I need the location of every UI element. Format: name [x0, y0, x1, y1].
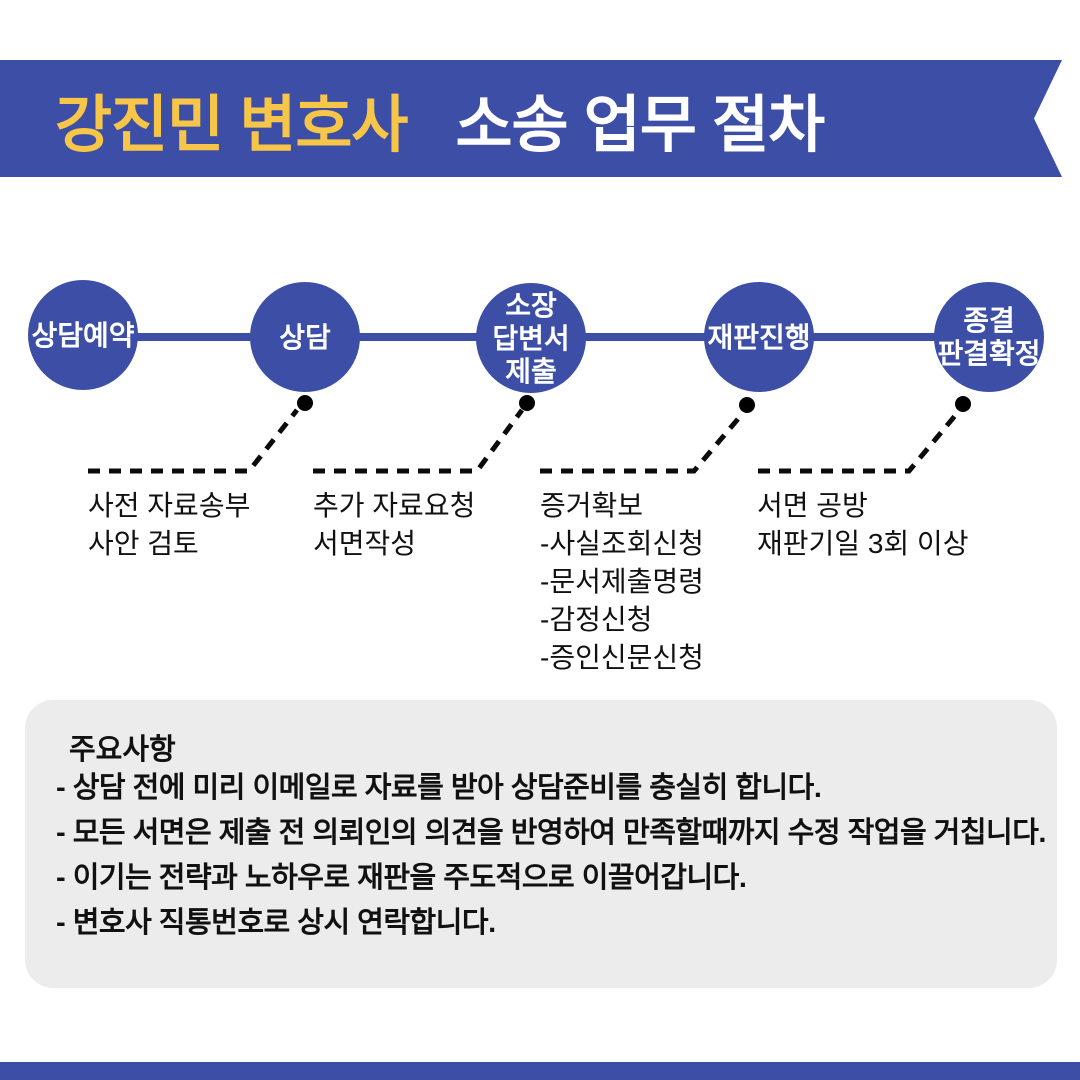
timeline-step-circle-3: 소장 답변서 제출 [476, 283, 586, 393]
step-note-filing: 추가 자료요청 서면작성 [313, 487, 475, 563]
note-line: 재판기일 3회 이상 [757, 528, 969, 559]
note-line: 서면 공방 [757, 490, 868, 521]
leader-line-4 [758, 409, 961, 474]
title-banner: 강진민 변호사 소송 업무 절차 [0, 60, 1062, 177]
note-line: 사전 자료송부 [88, 490, 251, 521]
step-label: 답변서 [492, 322, 570, 354]
step-note-trial: 증거확보 -사실조회신청 -문서제출명령 -감정신청 -증인신문신청 [540, 487, 704, 677]
note-line: 추가 자료요청 [313, 490, 476, 521]
note-line: 증거확보 [540, 490, 644, 521]
step-note-consult: 사전 자료송부 사안 검토 [88, 487, 250, 563]
notice-box: 주요사항 - 상담 전에 미리 이메일로 자료를 받아 상담준비를 충실히 합니… [25, 700, 1057, 988]
step-label: 상담 [279, 321, 331, 353]
note-line: 사안 검토 [88, 528, 199, 559]
note-line: -문서제출명령 [540, 566, 704, 597]
timeline-dot [955, 396, 971, 412]
note-line: 서면작성 [313, 528, 417, 559]
note-line: -감정신청 [540, 604, 653, 635]
banner-text: 강진민 변호사 소송 업무 절차 [0, 74, 824, 164]
notice-item: - 변호사 직통번호로 상시 연락합니다. [56, 907, 496, 939]
notice-item: - 이기는 전략과 노하우로 재판을 주도적으로 이끌어갑니다. [56, 862, 747, 894]
step-label: 종결 [963, 305, 1015, 336]
step-label: 제출 [505, 355, 557, 387]
timeline-dot [297, 395, 313, 411]
notice-item: - 상담 전에 미리 이메일로 자료를 받아 상담준비를 충실히 합니다. [56, 772, 822, 804]
timeline-dot [519, 395, 535, 411]
timeline-step-circle-5: 종결 판결확정 [934, 282, 1044, 392]
step-label: 판결확정 [937, 338, 1041, 369]
timeline-step-circle-1: 상담예약 [28, 280, 138, 390]
step-label: 소장 [505, 289, 557, 321]
leader-line-1 [88, 408, 299, 474]
note-line: -사실조회신청 [540, 528, 704, 559]
notice-title: 주요사항 [69, 734, 176, 766]
timeline-step-circle-4: 재판진행 [704, 282, 814, 392]
notice-item: - 모든 서면은 제출 전 의뢰인의 의견을 반영하여 만족할때까지 수정 작업… [56, 817, 1046, 849]
step-label: 상담예약 [31, 319, 135, 351]
bottom-accent-bar [0, 1062, 1080, 1080]
timeline-dot [739, 397, 755, 413]
note-line: -증인신문신청 [540, 642, 704, 673]
notice-items: - 상담 전에 미리 이메일로 자료를 받아 상담준비를 충실히 합니다. - … [56, 766, 1046, 946]
lawyer-name: 강진민 변호사 [55, 90, 408, 160]
leader-line-2 [313, 408, 525, 474]
leader-line-3 [540, 411, 745, 474]
step-note-closing: 서면 공방 재판기일 3회 이상 [757, 487, 968, 563]
timeline-step-circle-2: 상담 [250, 282, 360, 392]
step-label: 재판진행 [707, 321, 811, 353]
page-title: 소송 업무 절차 [455, 90, 825, 160]
